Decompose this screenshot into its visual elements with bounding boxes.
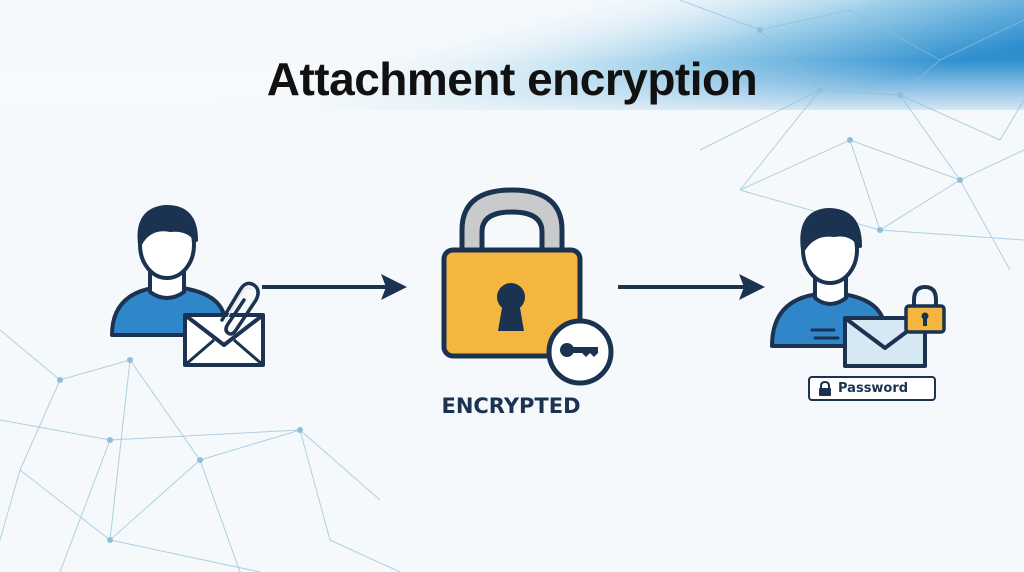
lock-icon	[819, 381, 831, 396]
padlock-icon	[441, 187, 583, 359]
network-nodes-decoration	[57, 27, 963, 543]
paperclip-icon	[220, 281, 260, 336]
recipient-lock-icon	[904, 285, 946, 334]
arrow-sender-to-lock	[262, 274, 407, 300]
arrow-lock-to-recipient	[618, 274, 765, 300]
page-title: Attachment encryption	[266, 53, 758, 105]
password-label: Password	[838, 381, 909, 396]
encrypted-label: ENCRYPTED	[441, 394, 581, 418]
password-field: Password	[808, 376, 936, 401]
key-icon	[546, 318, 614, 386]
sender-person-icon	[110, 204, 227, 337]
sender-envelope-icon	[183, 313, 265, 367]
